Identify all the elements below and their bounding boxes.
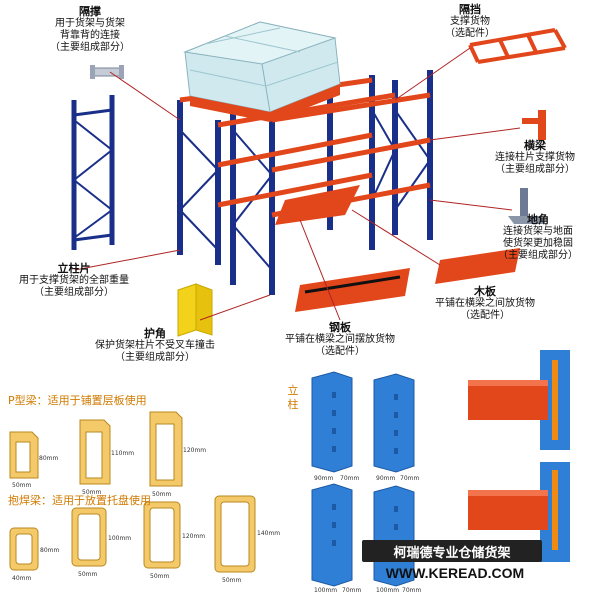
label-spacer-title: 隔撑 <box>79 5 101 18</box>
box-beam-label: 抱焊梁：适用于放置托盘使用 <box>8 494 151 507</box>
box-beam-1-height: 80mm <box>40 547 59 554</box>
label-upright-title: 立柱片 <box>57 262 91 275</box>
label-divider-line-2: （选配件） <box>445 28 495 39</box>
brand-banner: 柯瑞德专业仓储货架 <box>362 540 542 562</box>
p-beam-label: P型梁：适用于铺置层板使用 <box>8 394 147 407</box>
box-beam-3-width: 50mm <box>150 573 169 580</box>
label-steel-title: 钢板 <box>329 321 351 334</box>
box-beam-profiles <box>9 495 256 573</box>
p-beam-2-width: 50mm <box>82 489 101 496</box>
box-beam-3-height: 120mm <box>182 533 205 540</box>
p-beam-3-width: 50mm <box>152 491 171 498</box>
column-label: 立柱 <box>287 384 299 411</box>
beam-connection-photos <box>468 350 570 562</box>
column-4-depth: 70mm <box>402 587 421 594</box>
label-guard-line-2: （主要组成部分） <box>115 352 195 363</box>
label-spacer-line-3: （主要组成部分） <box>50 42 130 53</box>
column-1-depth: 70mm <box>340 475 359 482</box>
label-upright-line-1: 用于支撑货架的全部重量 <box>19 275 129 286</box>
website-url: WWW.KEREAD.COM <box>385 565 525 581</box>
label-corner-title: 地角 <box>527 213 549 226</box>
label-corner-line-3: （主要组成部分） <box>498 250 578 261</box>
label-guard-title: 护角 <box>144 327 166 340</box>
divider-part <box>468 28 567 64</box>
column-4-width: 100mm <box>376 587 399 594</box>
box-beam-4-height: 140mm <box>257 530 280 537</box>
label-divider-title: 隔挡 <box>459 3 481 16</box>
box-beam-1-width: 40mm <box>12 575 31 582</box>
label-corner-line-1: 连接货架与地面 <box>503 226 573 237</box>
label-steel: 钢板 平铺在横梁之间摆放货物 （选配件） <box>270 322 410 358</box>
label-divider-line-1: 支撑货物 <box>450 16 490 27</box>
p-beam-1-height: 80mm <box>39 455 58 462</box>
label-wood-line-1: 平铺在横梁之间放货物 <box>435 298 535 309</box>
foot-plate-part <box>508 188 546 224</box>
box-beam-2-height: 100mm <box>108 535 131 542</box>
column-3-width: 100mm <box>314 587 337 594</box>
column-2-depth: 70mm <box>400 475 419 482</box>
label-corner-line-2: 使货架更加稳固 <box>503 238 573 249</box>
label-corner: 地角 连接货架与地面 使货架更加稳固 （主要组成部分） <box>480 214 596 262</box>
label-spacer: 隔撑 用于货架与货架 背靠背的连接 （主要组成部分） <box>30 6 150 54</box>
label-beam: 横梁 连接柱片支撑货物 （主要组成部分） <box>475 140 595 176</box>
label-beam-line-1: 连接柱片支撑货物 <box>495 152 575 163</box>
label-beam-line-2: （主要组成部分） <box>495 164 575 175</box>
p-beam-2-height: 110mm <box>111 450 134 457</box>
spacer-part <box>90 65 124 79</box>
label-spacer-line-1: 用于货架与货架 <box>55 18 125 29</box>
wood-deck-panel <box>435 248 520 284</box>
column-2-width: 90mm <box>376 475 395 482</box>
box-beam-4-width: 50mm <box>222 577 241 584</box>
p-beam-3-height: 120mm <box>183 447 206 454</box>
label-wood-line-2: （选配件） <box>460 310 510 321</box>
main-rack <box>71 21 567 337</box>
label-upright-line-2: （主要组成部分） <box>34 287 114 298</box>
p-beam-1-width: 50mm <box>12 482 31 489</box>
label-upright: 立柱片 用于支撑货架的全部重量 （主要组成部分） <box>4 263 144 299</box>
standalone-upright-frame <box>71 95 115 250</box>
label-steel-line-2: （选配件） <box>315 346 365 357</box>
label-steel-line-1: 平铺在横梁之间摆放货物 <box>285 334 395 345</box>
column-1-width: 90mm <box>314 475 333 482</box>
label-beam-title: 横梁 <box>524 139 546 152</box>
label-guard-line-1: 保护货架柱片不受叉车撞击 <box>95 340 215 351</box>
label-divider: 隔挡 支撑货物 （选配件） <box>425 4 515 40</box>
pallet-load <box>183 21 341 122</box>
label-guard: 护角 保护货架柱片不受叉车撞击 （主要组成部分） <box>80 328 230 364</box>
label-wood-title: 木板 <box>474 285 496 298</box>
beam-connector-part <box>522 110 546 140</box>
p-beam-profiles <box>9 411 183 487</box>
column-3-depth: 70mm <box>342 587 361 594</box>
label-wood: 木板 平铺在横梁之间放货物 （选配件） <box>420 286 550 322</box>
label-spacer-line-2: 背靠背的连接 <box>60 30 120 41</box>
steel-deck-panel <box>275 185 360 225</box>
corner-guard-part <box>177 283 213 337</box>
box-beam-2-width: 50mm <box>78 571 97 578</box>
